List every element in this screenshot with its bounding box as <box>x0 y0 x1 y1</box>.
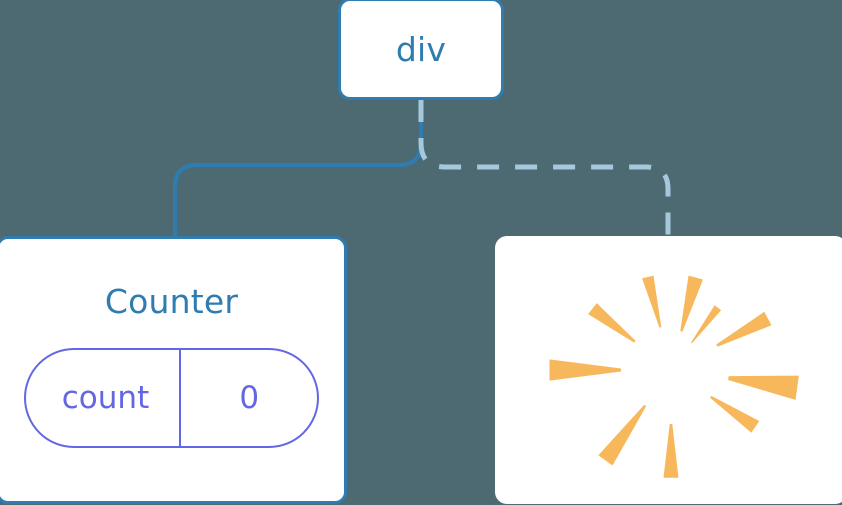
burst-ray-9 <box>663 424 679 478</box>
burst-ray-6 <box>728 375 799 400</box>
edge-div-to-burst <box>418 100 671 237</box>
node-div-label: div <box>395 29 447 69</box>
burst-ray-8 <box>598 404 647 466</box>
node-counter-label: Counter <box>104 282 239 321</box>
node-counter[interactable]: Counter count 0 <box>0 236 347 504</box>
burst-ray-7 <box>710 395 760 433</box>
node-render-burst[interactable] <box>495 236 842 504</box>
state-key-label: count <box>61 379 150 416</box>
node-div[interactable]: div <box>338 0 504 100</box>
burst-ray-10 <box>642 275 662 328</box>
burst-ray-4 <box>588 303 636 343</box>
state-pill-count[interactable]: count 0 <box>23 348 320 448</box>
burst-ray-2 <box>691 305 722 344</box>
edge-div-to-counter <box>173 98 423 239</box>
render-burst-icon <box>549 275 799 478</box>
burst-ray-3 <box>716 311 772 347</box>
state-value-label: 0 <box>179 350 317 446</box>
burst-ray-5 <box>549 359 621 381</box>
burst-ray-1 <box>680 275 703 332</box>
